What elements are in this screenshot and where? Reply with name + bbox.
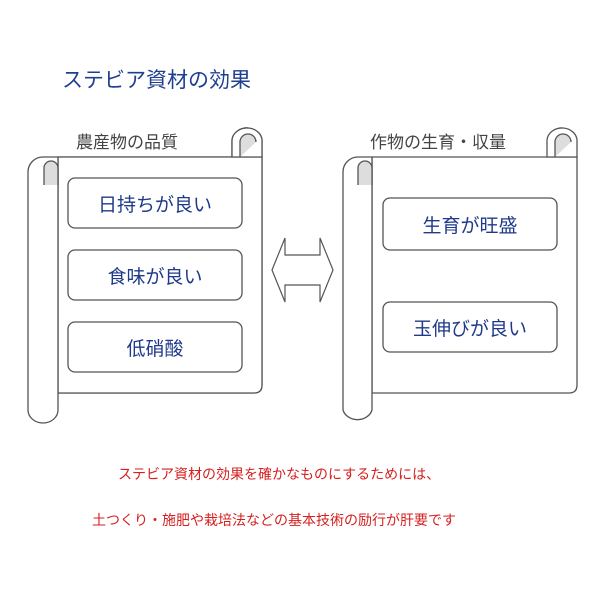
- right-panel-caption: 作物の生育・収量: [370, 133, 506, 153]
- item-box: 玉伸びが良い: [412, 317, 527, 340]
- item-box: 日持ちが良い: [97, 193, 212, 216]
- right-scroll-roll: [342, 156, 373, 421]
- left-scroll: [27, 127, 263, 424]
- right-scroll: [342, 127, 578, 421]
- item-box: 食味が良い: [107, 265, 203, 288]
- note-line-1: ステビア資材の効果を確かなものにするためには、: [118, 467, 441, 483]
- item-box: 低硝酸: [126, 337, 184, 360]
- note-line-2: 土つくり・施肥や栽培法などの基本技術の励行が肝要です: [92, 513, 456, 529]
- page-title: ステビア資材の効果: [62, 68, 251, 92]
- left-panel-caption: 農産物の品質: [76, 133, 178, 153]
- left-scroll-roll: [27, 156, 59, 424]
- double-arrow-icon: [271, 237, 334, 303]
- item-box: 生育が旺盛: [422, 214, 518, 237]
